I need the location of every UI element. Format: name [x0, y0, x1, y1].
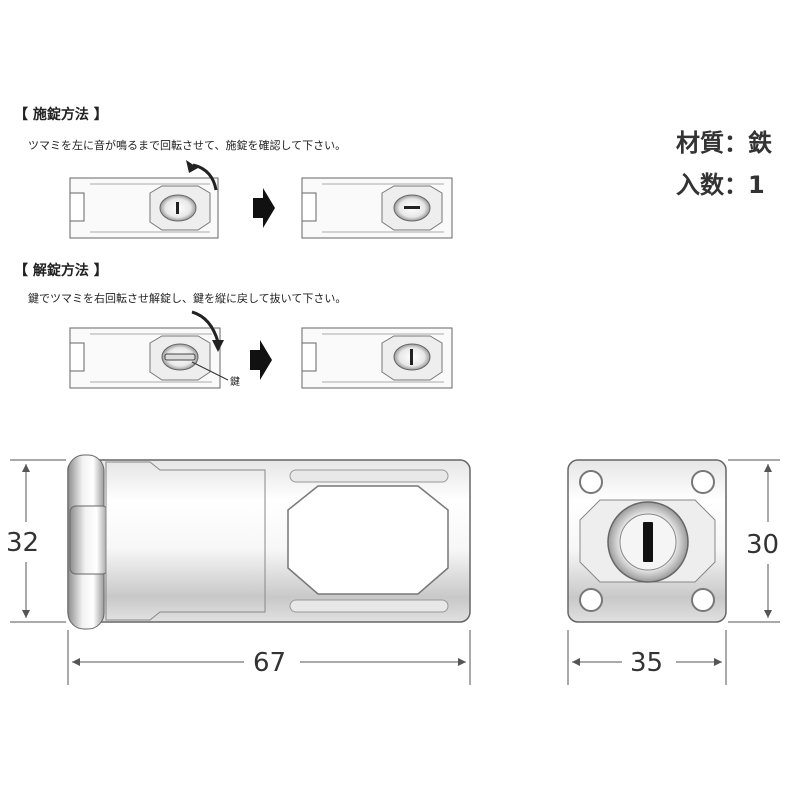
lock-method-title: 【 施錠方法 】	[14, 107, 108, 123]
unlock-step2-hasp	[301, 327, 453, 389]
lock-method-description: ツマミを左に音が鳴るまで回転させて、施錠を確認して下さい。	[28, 139, 347, 152]
unlock-method-description: 鍵でツマミを右回転させ解錠し、鍵を縦に戻して抜いて下さい。	[28, 292, 347, 305]
dimension-width-side: 35	[630, 648, 664, 678]
dimension-length: 67	[253, 648, 287, 678]
unlock-method-title: 【 解錠方法 】	[14, 263, 108, 279]
hasp-side-view	[567, 459, 727, 623]
dimension-lines	[10, 459, 780, 685]
dimension-height-side: 30	[746, 530, 780, 560]
quantity-spec: 入数：1	[676, 171, 765, 199]
key-callout-label: 鍵	[230, 377, 240, 388]
unlock-rotate-arrow	[191, 310, 220, 343]
material-spec: 材質：鉄	[676, 129, 772, 157]
lock-step2-hasp	[301, 177, 453, 239]
hasp-front-view	[67, 454, 471, 630]
unlock-step1-hasp	[69, 327, 229, 389]
step-arrow-icon	[250, 340, 272, 380]
dimension-height-front: 32	[6, 528, 40, 558]
rotate-arrowhead-icon	[212, 340, 224, 352]
step-arrow-icon	[253, 188, 275, 228]
lock-step1-hasp	[69, 177, 219, 239]
lock-rotate-arrow	[192, 163, 218, 191]
rotate-arrowhead-icon	[186, 160, 198, 173]
